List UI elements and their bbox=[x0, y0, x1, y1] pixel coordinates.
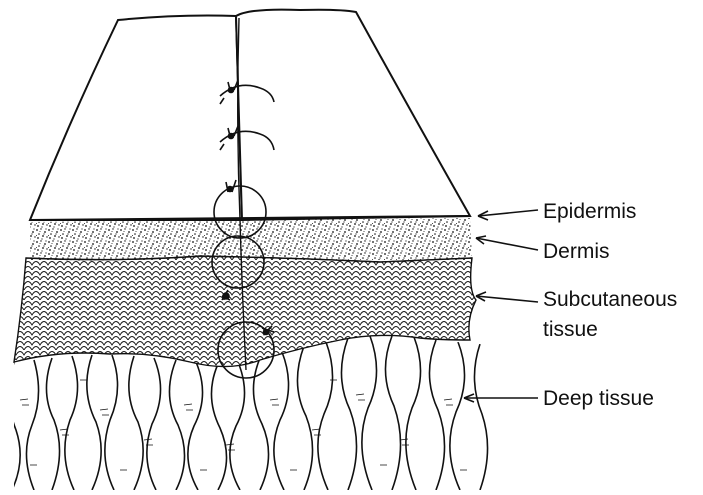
label-subcutaneous-line1: Subcutaneous bbox=[543, 288, 677, 311]
deep-tissue-arrow bbox=[464, 394, 538, 402]
label-deep-tissue: Deep tissue bbox=[543, 387, 654, 410]
epidermis-arrow bbox=[478, 210, 538, 220]
label-epidermis: Epidermis bbox=[543, 200, 636, 223]
dermis-arrow bbox=[476, 236, 538, 250]
label-subcutaneous-line2: tissue bbox=[543, 318, 598, 341]
label-dermis: Dermis bbox=[543, 240, 610, 263]
subcutaneous-arrow bbox=[476, 292, 538, 302]
